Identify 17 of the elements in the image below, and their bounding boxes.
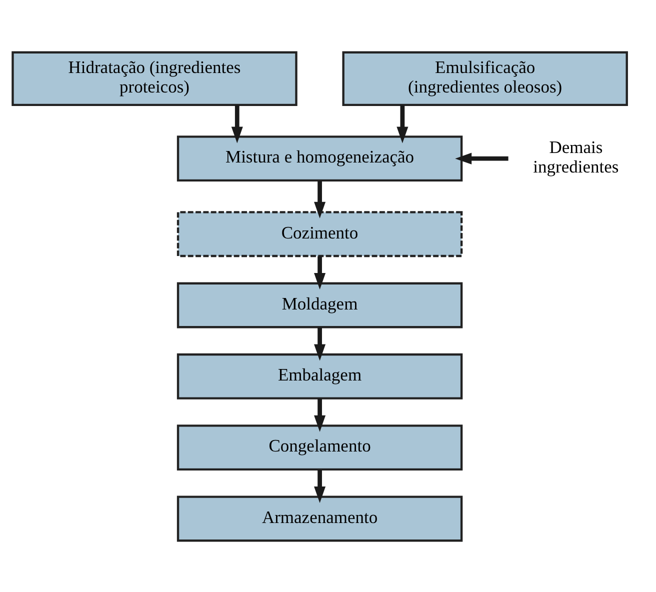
node-box: Hidratação (ingredientes proteicos)	[12, 50, 298, 106]
node-box: Cozimento	[176, 210, 463, 257]
node-box: Congelamento	[176, 424, 463, 470]
arrow	[231, 104, 243, 143]
node-box: Mistura e homogeneização	[176, 135, 463, 182]
node-box: Embalagem	[176, 352, 463, 399]
node-text: Demais ingredientes	[533, 136, 619, 176]
node-box: Moldagem	[176, 282, 463, 328]
arrow	[455, 152, 508, 164]
arrow	[314, 256, 326, 290]
node-box: Armazenamento	[176, 495, 463, 542]
arrow	[314, 326, 326, 360]
node-box: Emulsificação (ingredientes oleosos)	[342, 50, 628, 106]
arrow	[314, 469, 326, 503]
arrow	[314, 398, 326, 432]
arrow	[314, 180, 326, 218]
arrow	[396, 104, 408, 143]
